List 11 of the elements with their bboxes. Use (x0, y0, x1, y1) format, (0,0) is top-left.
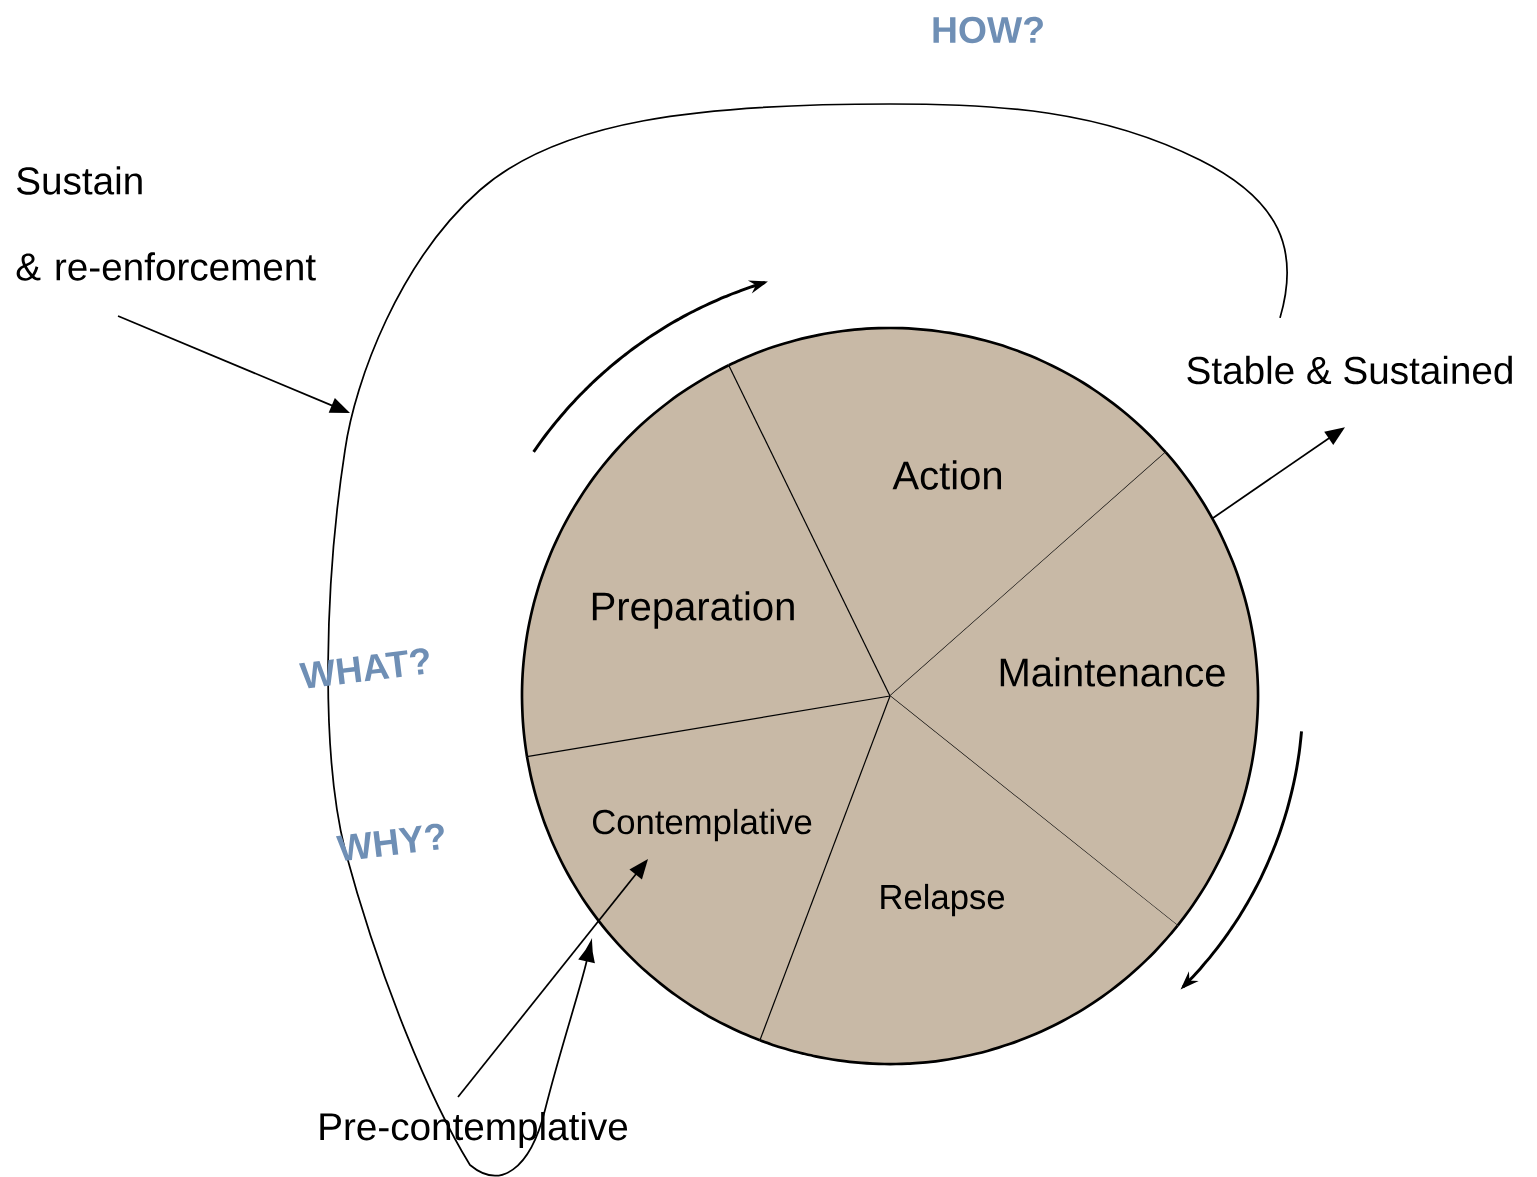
question-label: HOW? (933, 16, 1043, 44)
loop-arrow (327, 103, 1289, 1177)
question-label: WHY? (335, 823, 444, 861)
pie-sector: Preparation (520, 364, 891, 757)
question-label: WHAT? (299, 648, 429, 689)
leader-line (117, 315, 350, 413)
annotation-text: Sustain & re-enforcement (16, 166, 316, 281)
arrow (1212, 427, 1345, 519)
arrow (457, 859, 648, 1098)
node-label: Action (892, 460, 1002, 490)
stage-label: Stable & Sustained (1187, 355, 1512, 385)
